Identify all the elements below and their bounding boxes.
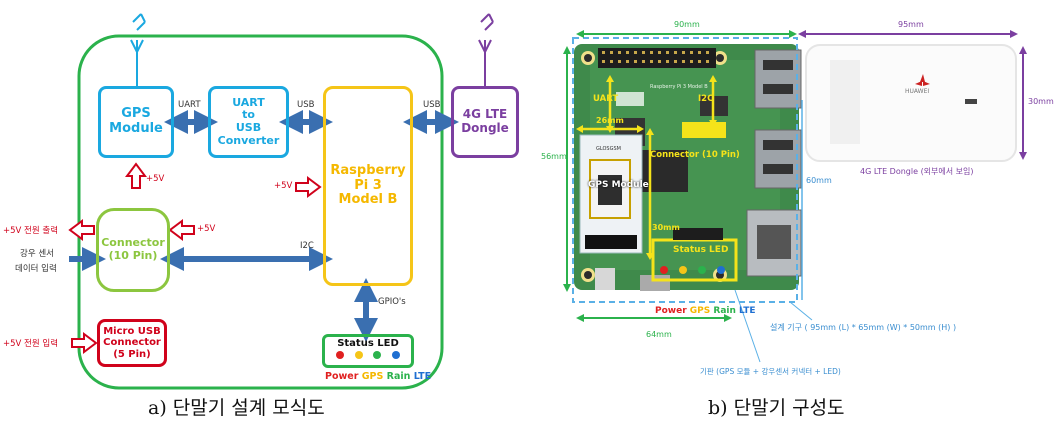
board-label-status-led: Status LED xyxy=(673,245,729,255)
label-power-out: +5V 전원 출력 xyxy=(3,226,59,236)
dim-label-board-height: 56mm xyxy=(541,152,567,161)
rpi-block-line1: Raspberry xyxy=(330,162,406,178)
base-note: 기판 (GPS 모듈 + 강우센서 커넥터 + LED) xyxy=(700,367,841,376)
status-led-block: Status LED xyxy=(322,334,414,368)
board-label-connector: Connector (10 Pin) xyxy=(650,150,740,160)
power-arrow-rpi xyxy=(295,176,322,198)
label-5v-conn: +5V xyxy=(197,224,216,234)
gps-block-line2: Module xyxy=(109,121,163,136)
dongle-note: 4G LTE Dongle (외부에서 보임) xyxy=(860,167,974,176)
legend-lte: LTE xyxy=(413,371,432,382)
microusb-block-line1: Micro USB xyxy=(103,325,161,337)
board-label-chip: GLOSGSM xyxy=(596,146,621,152)
dim-label-gps-height: 30mm xyxy=(652,223,680,232)
status-led-dots xyxy=(325,351,411,359)
dim-label-board-width: 90mm xyxy=(674,20,700,29)
raspberry-pi-block: Raspberry Pi 3 Model B xyxy=(323,86,413,286)
dim-label-enclosure-height: 60mm xyxy=(806,176,832,185)
label-sensor-in-2: 데이터 입력 xyxy=(15,264,57,274)
micro-usb-block: Micro USB Connector (5 Pin) xyxy=(97,319,167,367)
r-legend-power: Power xyxy=(655,306,687,316)
board-label-gps-module: GPS Module xyxy=(588,180,649,190)
gps-block-line1: GPS xyxy=(121,106,151,122)
enclosure-note: 설계 기구 ( 95mm (L) * 65mm (W) * 50mm (H) ) xyxy=(770,323,957,332)
board-illustration xyxy=(563,30,1027,363)
lte-dongle-block: 4G LTE Dongle xyxy=(451,86,519,158)
soc-chip xyxy=(640,150,688,192)
led-dot-lte xyxy=(391,351,400,359)
enclosure-outline xyxy=(77,34,444,390)
uart-block-line3: USB xyxy=(235,121,262,134)
lte-antenna-icon xyxy=(478,13,494,86)
lte-block-line2: Dongle xyxy=(461,121,509,135)
power-arrow-out xyxy=(68,219,95,241)
uart-block-line1: UART xyxy=(232,95,265,109)
gps-antenna-icon xyxy=(130,13,146,86)
uart-block-line4: Converter xyxy=(217,133,280,147)
power-arrow-in xyxy=(71,332,98,354)
board-label-i2c: I2C xyxy=(698,94,714,104)
r-legend-gps: GPS xyxy=(689,306,711,316)
connector-block: Connector (10 Pin) xyxy=(96,208,170,292)
uart-block-line2: to xyxy=(242,108,255,122)
status-led-title: Status LED xyxy=(337,338,399,349)
lte-block-line1: 4G LTE xyxy=(462,107,508,122)
rpi-block-line2: Pi 3 xyxy=(354,177,382,193)
led-legend-right: Power GPS Rain LTE xyxy=(655,306,756,316)
label-5v-gps: +5V xyxy=(146,174,165,184)
usb-port-2 xyxy=(754,129,802,189)
gps-module-block: GPS Module xyxy=(98,86,174,158)
connector-block-line1: Connector xyxy=(101,236,165,250)
microusb-block-line3: (5 Pin) xyxy=(113,348,151,360)
label-usb-2: USB xyxy=(423,100,441,110)
board-label-uart: UART xyxy=(593,94,619,104)
label-power-in: +5V 전원 입력 xyxy=(3,339,59,349)
label-gpios: GPIO's xyxy=(378,297,406,307)
r-legend-lte: LTE xyxy=(739,306,756,316)
led-dot-rain xyxy=(373,351,382,359)
dongle-brand: HUAWEI xyxy=(905,88,930,95)
label-uart: UART xyxy=(178,100,201,110)
uart-usb-converter-block: UART to USB Converter xyxy=(208,86,289,158)
dim-label-base-width: 64mm xyxy=(646,330,672,339)
label-i2c: I2C xyxy=(300,241,314,251)
led-legend-left: Power GPS Rain LTE xyxy=(325,371,431,382)
legend-power: Power xyxy=(325,371,359,382)
dim-label-gps-width: 26mm xyxy=(596,116,624,125)
schematic-lines xyxy=(68,13,494,390)
rpi-block-line3: Model B xyxy=(338,192,398,208)
enclosure-dashed xyxy=(572,37,798,303)
power-arrow-conn xyxy=(168,219,195,241)
usb-port-1 xyxy=(754,49,802,109)
dim-label-dongle-width: 95mm xyxy=(898,20,924,29)
connector-block-line2: (10 Pin) xyxy=(108,249,158,262)
board-label-brand: Raspberry Pi 3 Model B xyxy=(650,84,708,90)
i2c-pad xyxy=(682,122,726,138)
label-5v-rpi: +5V xyxy=(274,181,293,191)
caption-left: a) 단말기 설계 모식도 xyxy=(148,397,325,419)
led-dot-gps xyxy=(354,351,363,359)
caption-right: b) 단말기 구성도 xyxy=(708,397,845,419)
legend-rain: Rain xyxy=(386,371,411,382)
microusb-block-line2: Connector xyxy=(103,337,161,349)
led-dot-power xyxy=(336,351,345,359)
r-legend-rain: Rain xyxy=(713,306,736,316)
power-arrow-gps xyxy=(125,162,147,189)
legend-gps: GPS xyxy=(361,371,384,382)
dim-label-dongle-height: 30mm xyxy=(1028,97,1054,106)
label-sensor-in-1: 강우 센서 xyxy=(20,249,54,259)
label-usb-1: USB xyxy=(297,100,315,110)
huawei-logo-icon xyxy=(915,74,930,86)
